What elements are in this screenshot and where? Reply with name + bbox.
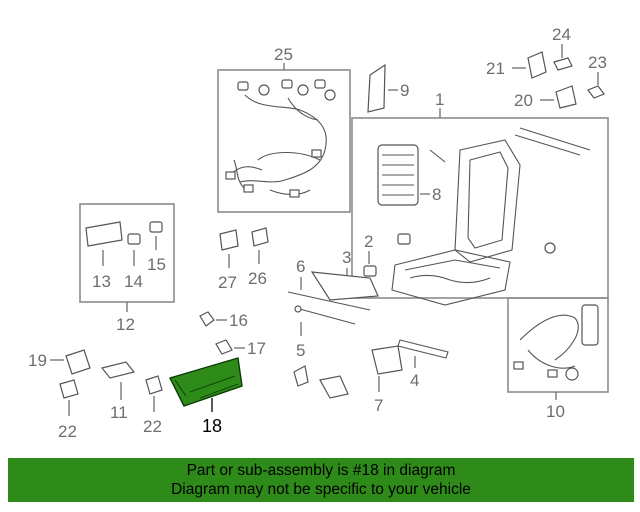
seat-frame-box (351, 117, 609, 299)
label-22b: 22 (143, 417, 162, 436)
label-26: 26 (248, 269, 267, 288)
label-14: 14 (124, 272, 143, 291)
label-20: 20 (514, 91, 533, 110)
label-23: 23 (588, 53, 607, 72)
seat-cushion-frame (391, 249, 511, 306)
part-9: 9 (367, 63, 409, 113)
parts-diagram: 25 9 21 24 23 20 (28, 25, 609, 441)
parts-26-27: 27 26 (218, 227, 269, 292)
label-3: 3 (342, 248, 351, 267)
label-17: 17 (247, 339, 266, 358)
label-2: 2 (364, 232, 373, 251)
label-1: 1 (435, 90, 444, 109)
harness-wire (229, 94, 327, 196)
parts-16-17: 16 17 (199, 311, 266, 358)
label-24: 24 (552, 25, 571, 44)
label-15: 15 (147, 255, 166, 274)
parts-19-11-22: 19 11 22 22 (28, 349, 163, 441)
info-banner: Part or sub-assembly is #18 in diagram D… (8, 458, 634, 502)
harness-10-group: 10 (507, 297, 609, 421)
label-7: 7 (374, 396, 383, 415)
label-10: 10 (546, 402, 565, 421)
label-16: 16 (229, 311, 248, 330)
label-21: 21 (486, 59, 505, 78)
label-9: 9 (400, 81, 409, 100)
label-11: 11 (110, 403, 128, 422)
parts-20-24: 21 24 23 20 (486, 25, 607, 110)
label-22a: 22 (58, 422, 77, 441)
label-13: 13 (92, 272, 111, 291)
label-27: 27 (218, 273, 237, 292)
part-18-highlighted[interactable]: 18 (168, 357, 243, 436)
label-19: 19 (28, 351, 47, 370)
lower-seat-parts: 2 3 6 5 7 4 (287, 232, 449, 415)
seat-back-frame (454, 139, 521, 263)
part-18-shape[interactable] (168, 357, 243, 407)
label-6: 6 (296, 257, 305, 276)
harness-10-box (507, 297, 609, 393)
harness-clips (237, 79, 336, 101)
box-12-group: 13 14 15 12 (79, 203, 175, 334)
banner-line-1: Part or sub-assembly is #18 in diagram (186, 462, 456, 479)
banner-line-2: Diagram may not be specific to your vehi… (171, 481, 471, 498)
label-5: 5 (296, 341, 305, 360)
label-8: 8 (432, 185, 441, 204)
label-4: 4 (410, 371, 419, 390)
label-25: 25 (274, 45, 293, 64)
seat-frame-group: 1 8 (351, 90, 609, 306)
label-18: 18 (202, 416, 222, 436)
wiring-harness-group: 25 (217, 45, 351, 213)
label-12: 12 (116, 315, 135, 334)
